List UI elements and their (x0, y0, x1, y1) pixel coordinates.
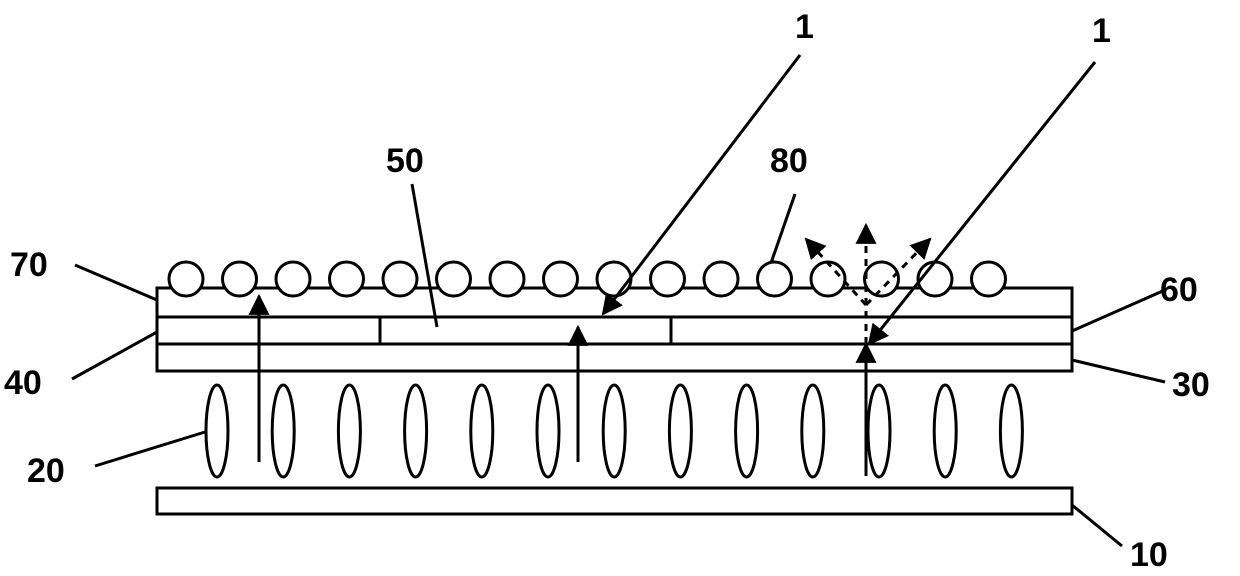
ellipse-5 (471, 385, 493, 477)
leader-1-right (869, 62, 1095, 344)
particle-4 (330, 262, 364, 296)
label-40: 40 (4, 364, 42, 402)
particle-12 (758, 262, 792, 296)
ellipse-10 (802, 385, 824, 477)
label-60: 60 (1160, 271, 1198, 309)
leader-40 (72, 332, 157, 379)
particle-9 (597, 262, 631, 296)
particle-14 (865, 262, 899, 296)
particle-3 (276, 262, 310, 296)
ellipse-13 (1000, 385, 1022, 477)
label-50: 50 (386, 142, 424, 180)
particle-7 (490, 262, 524, 296)
particle-6 (437, 262, 471, 296)
particle-5 (383, 262, 417, 296)
leader-50 (412, 184, 437, 327)
label-1-left: 1 (795, 8, 814, 46)
ellipse-6 (537, 385, 559, 477)
leader-80 (771, 194, 795, 263)
ellipse-8 (669, 385, 691, 477)
ellipse-2 (272, 385, 294, 477)
label-1-right: 1 (1092, 12, 1111, 50)
label-30: 30 (1172, 366, 1210, 404)
ellipse-elements-20 (206, 385, 1022, 477)
particle-13 (811, 262, 845, 296)
ellipse-1 (206, 385, 228, 477)
ellipse-12 (934, 385, 956, 477)
leader-30 (1072, 360, 1165, 382)
label-80: 80 (770, 142, 808, 180)
particle-16 (972, 262, 1006, 296)
particle-1 (169, 262, 203, 296)
ellipse-9 (736, 385, 758, 477)
leader-70 (75, 265, 157, 300)
leader-60 (1072, 290, 1165, 331)
particle-2 (223, 262, 257, 296)
label-70: 70 (10, 246, 48, 284)
ellipse-3 (338, 385, 360, 477)
ellipse-7 (603, 385, 625, 477)
label-20: 20 (27, 452, 65, 490)
ellipse-4 (405, 385, 427, 477)
particle-8 (544, 262, 578, 296)
particle-10 (651, 262, 685, 296)
particle-15 (918, 262, 952, 296)
leader-10 (1072, 505, 1122, 546)
label-10: 10 (1130, 536, 1168, 574)
leader-20 (95, 432, 205, 466)
layer-40 (157, 317, 1072, 344)
ellipse-11 (868, 385, 890, 477)
layer-30 (157, 344, 1072, 371)
substrate-layer-10 (157, 488, 1072, 514)
particle-11 (704, 262, 738, 296)
